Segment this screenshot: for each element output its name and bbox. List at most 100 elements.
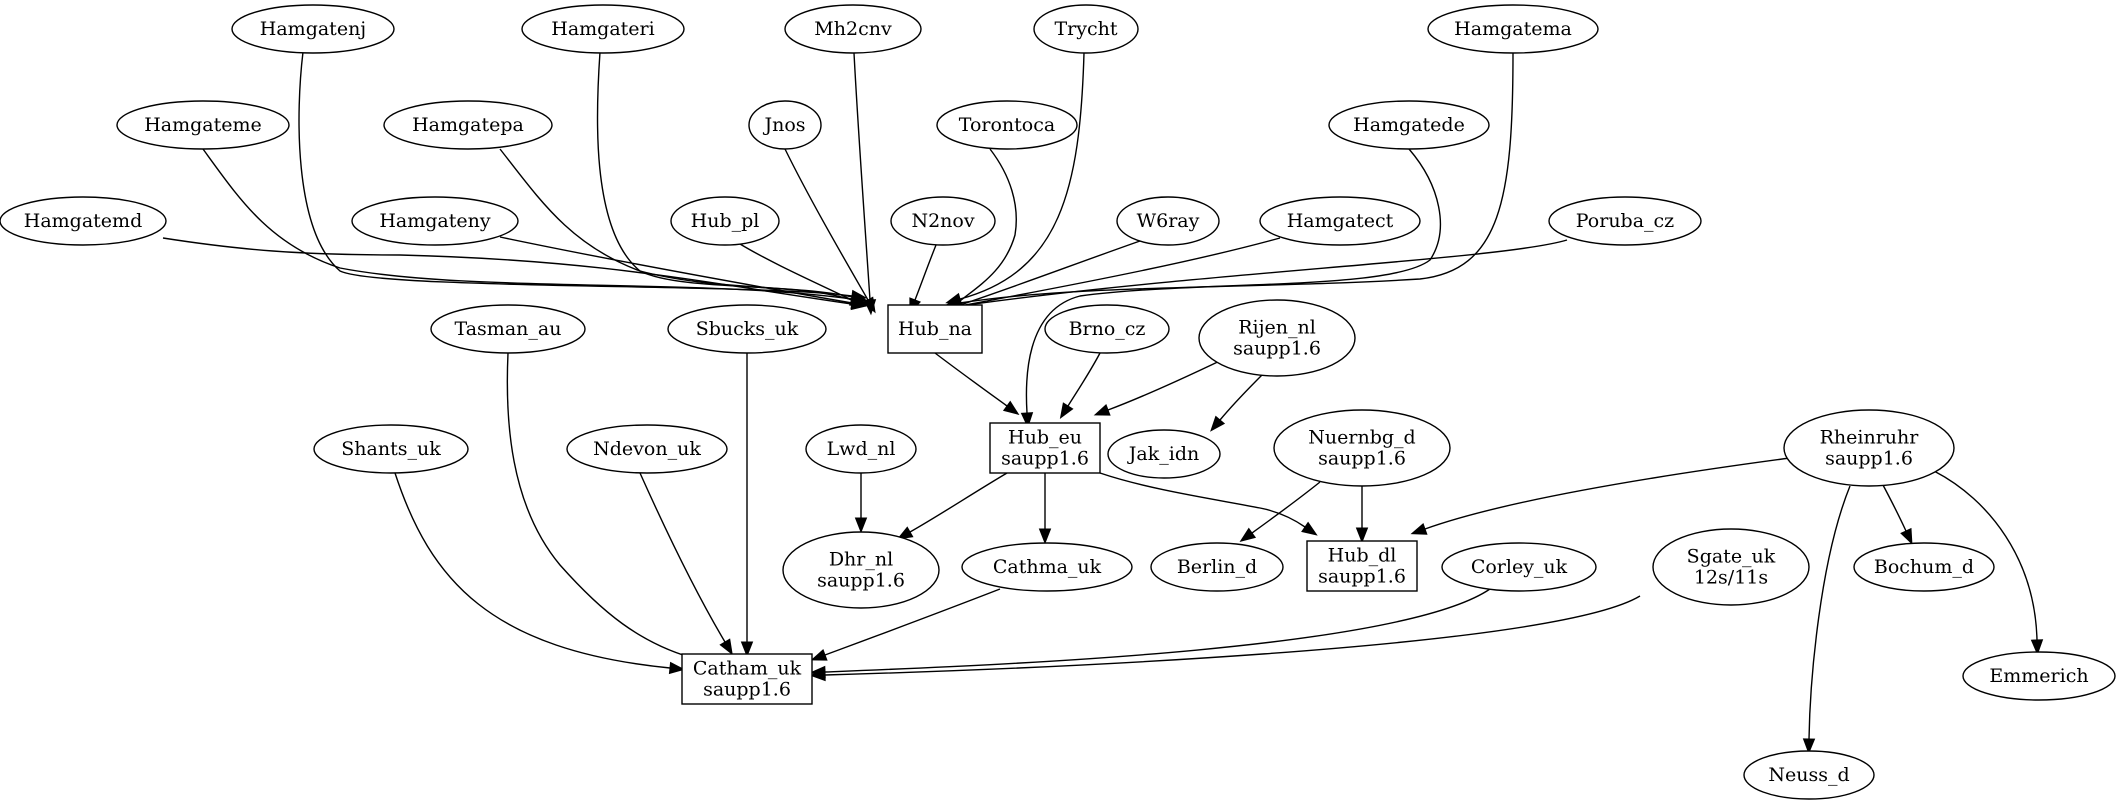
node-torontoca: Torontoca [936, 100, 1078, 150]
node-hamgateri-ellipse [521, 4, 685, 54]
edge-rijen-nl-to-jak-idn-line [1219, 374, 1263, 421]
node-rheinruhr-label-line-2: saupp1.6 [1825, 448, 1913, 470]
edge-hamgatema-to-hub-na [944, 52, 1514, 310]
node-cathma-uk-ellipse [961, 542, 1133, 592]
node-bochum-d-label-line-1: Bochum_d [1874, 556, 1974, 578]
node-n2nov-ellipse [890, 196, 996, 246]
edge-nuernbg-d-to-berlin-d-arrowhead [1239, 527, 1257, 542]
node-sbucks-uk-ellipse [667, 304, 827, 354]
node-hub-dl-label-line-2: saupp1.6 [1318, 566, 1406, 588]
node-jnos-ellipse [748, 100, 822, 150]
node-catham-uk-box [681, 653, 813, 705]
node-corley-uk: Corley_uk [1441, 542, 1597, 592]
edge-hub-eu-to-dhr-nl-line [909, 472, 1008, 533]
node-sgate-uk-label-line-1: Sgate_uk [1687, 546, 1776, 568]
edge-shants-uk-to-catham-uk [394, 472, 686, 675]
edge-ndevon-uk-to-catham-uk-line [639, 472, 726, 643]
edge-jnos-to-hub-na-arrowhead [862, 296, 876, 314]
node-hamgatema-label-line-1: Hamgatema [1454, 18, 1572, 40]
edge-hamgatemd-to-hub-na [162, 237, 868, 311]
node-ndevon-uk-ellipse [566, 424, 728, 474]
edge-lwd-nl-to-dhr-nl-arrowhead [854, 517, 868, 534]
edge-nuernbg-d-to-hub-dl [1355, 485, 1369, 544]
edge-hub-eu-to-cathma-uk [1038, 473, 1052, 545]
node-hamgateny: Hamgateny [351, 196, 519, 246]
edge-hub-eu-to-hub-dl [1099, 472, 1318, 536]
node-hamgatemd-ellipse [0, 196, 167, 246]
node-hub-pl: Hub_pl [670, 196, 780, 246]
node-berlin-d-label-line-1: Berlin_d [1177, 556, 1257, 578]
edge-rheinruhr-to-neuss-d [1802, 485, 1851, 755]
edge-mh2cnv-to-hub-na [853, 52, 877, 316]
edge-ndevon-uk-to-catham-uk [639, 472, 733, 656]
node-w6ray: W6ray [1116, 196, 1220, 246]
node-hamgatema-ellipse [1427, 4, 1599, 54]
edge-shants-uk-to-catham-uk-line [394, 472, 671, 669]
edge-corley-uk-to-catham-uk-line [824, 588, 1491, 673]
node-hamgatepa-ellipse [383, 100, 553, 150]
node-neuss-d-label-line-1: Neuss_d [1768, 764, 1849, 786]
edge-sbucks-uk-to-catham-uk [740, 352, 754, 658]
node-hub-pl-label-line-1: Hub_pl [691, 210, 760, 232]
node-hamgatect-label-line-1: Hamgatect [1287, 210, 1394, 232]
edge-sgate-uk-to-catham-uk [809, 595, 1641, 682]
node-cathma-uk: Cathma_uk [961, 542, 1133, 592]
node-hamgateme: Hamgateme [116, 100, 290, 150]
edge-rheinruhr-to-hub-dl-arrowhead [1410, 522, 1428, 535]
node-rijen-nl-label-line-2: saupp1.6 [1233, 338, 1321, 360]
node-catham-uk-label-line-1: Catham_uk [693, 658, 802, 680]
node-w6ray-ellipse [1116, 196, 1220, 246]
node-emmerich: Emmerich [1962, 651, 2116, 701]
node-hamgateme-ellipse [116, 100, 290, 150]
node-dhr-nl-label-line-2: saupp1.6 [817, 570, 905, 592]
edge-hub-eu-to-dhr-nl [896, 472, 1008, 540]
node-hamgateme-label-line-1: Hamgateme [144, 114, 262, 136]
edge-hamgateri-to-hub-na-line [596, 51, 853, 298]
node-hub-na-box [887, 304, 983, 354]
edge-rheinruhr-to-bochum-d-line [1882, 484, 1907, 532]
edge-hub-na-to-hub-eu-arrowhead [1002, 400, 1020, 416]
edge-brno-cz-to-hub-eu [1059, 352, 1101, 420]
node-jak-idn-label-line-1: Jak_idn [1127, 443, 1199, 465]
edge-cathma-uk-to-catham-uk [810, 588, 1001, 661]
node-hub-na-label-line-1: Hub_na [898, 318, 972, 340]
node-poruba-cz-ellipse [1548, 196, 1702, 246]
node-sbucks-uk: Sbucks_uk [667, 304, 827, 354]
edge-hub-pl-to-hub-na-arrowhead [848, 294, 866, 307]
edge-sgate-uk-to-catham-uk-arrowhead [809, 668, 826, 682]
edge-hamgatepa-to-hub-na-line [499, 148, 853, 301]
node-brno-cz: Brno_cz [1044, 304, 1170, 354]
node-bochum-d: Bochum_d [1853, 542, 1995, 592]
node-hamgatema: Hamgatema [1427, 4, 1599, 54]
edge-n2nov-to-hub-na [909, 244, 937, 315]
node-hamgatenj-ellipse [231, 4, 395, 54]
node-hamgatect-ellipse [1259, 196, 1421, 246]
edge-brno-cz-to-hub-eu-line [1067, 352, 1101, 407]
node-shants-uk-label-line-1: Shants_uk [341, 438, 441, 460]
node-hub-dl-box [1306, 540, 1418, 592]
node-hub-dl-label-line-1: Hub_dl [1328, 545, 1397, 567]
node-neuss-d-ellipse [1743, 750, 1875, 800]
node-emmerich-ellipse [1962, 651, 2116, 701]
edge-w6ray-to-hub-na-line [959, 240, 1141, 306]
node-corley-uk-ellipse [1441, 542, 1597, 592]
edge-hamgatede-to-hub-eu-arrowhead [1020, 412, 1034, 429]
node-hub-na: Hub_na [887, 304, 983, 354]
node-hamgatenj-label-line-1: Hamgatenj [260, 18, 366, 40]
edge-rheinruhr-to-emmerich-arrowhead [2030, 639, 2044, 656]
edge-hamgatema-to-hub-na-line [959, 52, 1514, 304]
edge-hamgatect-to-hub-na-line [959, 237, 1281, 307]
node-hamgatede-label-line-1: Hamgatede [1353, 114, 1465, 136]
node-brno-cz-label-line-1: Brno_cz [1069, 318, 1146, 340]
edge-w6ray-to-hub-na [945, 240, 1141, 311]
node-mh2cnv-ellipse [784, 4, 922, 54]
node-mh2cnv-label-line-1: Mh2cnv [814, 18, 892, 40]
edge-shants-uk-to-catham-uk-arrowhead [668, 661, 686, 675]
node-hamgatepa: Hamgatepa [383, 100, 553, 150]
edge-hamgateny-to-hub-na-line [499, 236, 853, 304]
edge-poruba-cz-to-hub-na-line [959, 239, 1568, 307]
edge-sgate-uk-to-catham-uk-line [824, 595, 1641, 676]
node-tasman-au: Tasman_au [430, 304, 586, 354]
edge-rijen-nl-to-hub-eu [1093, 357, 1227, 416]
